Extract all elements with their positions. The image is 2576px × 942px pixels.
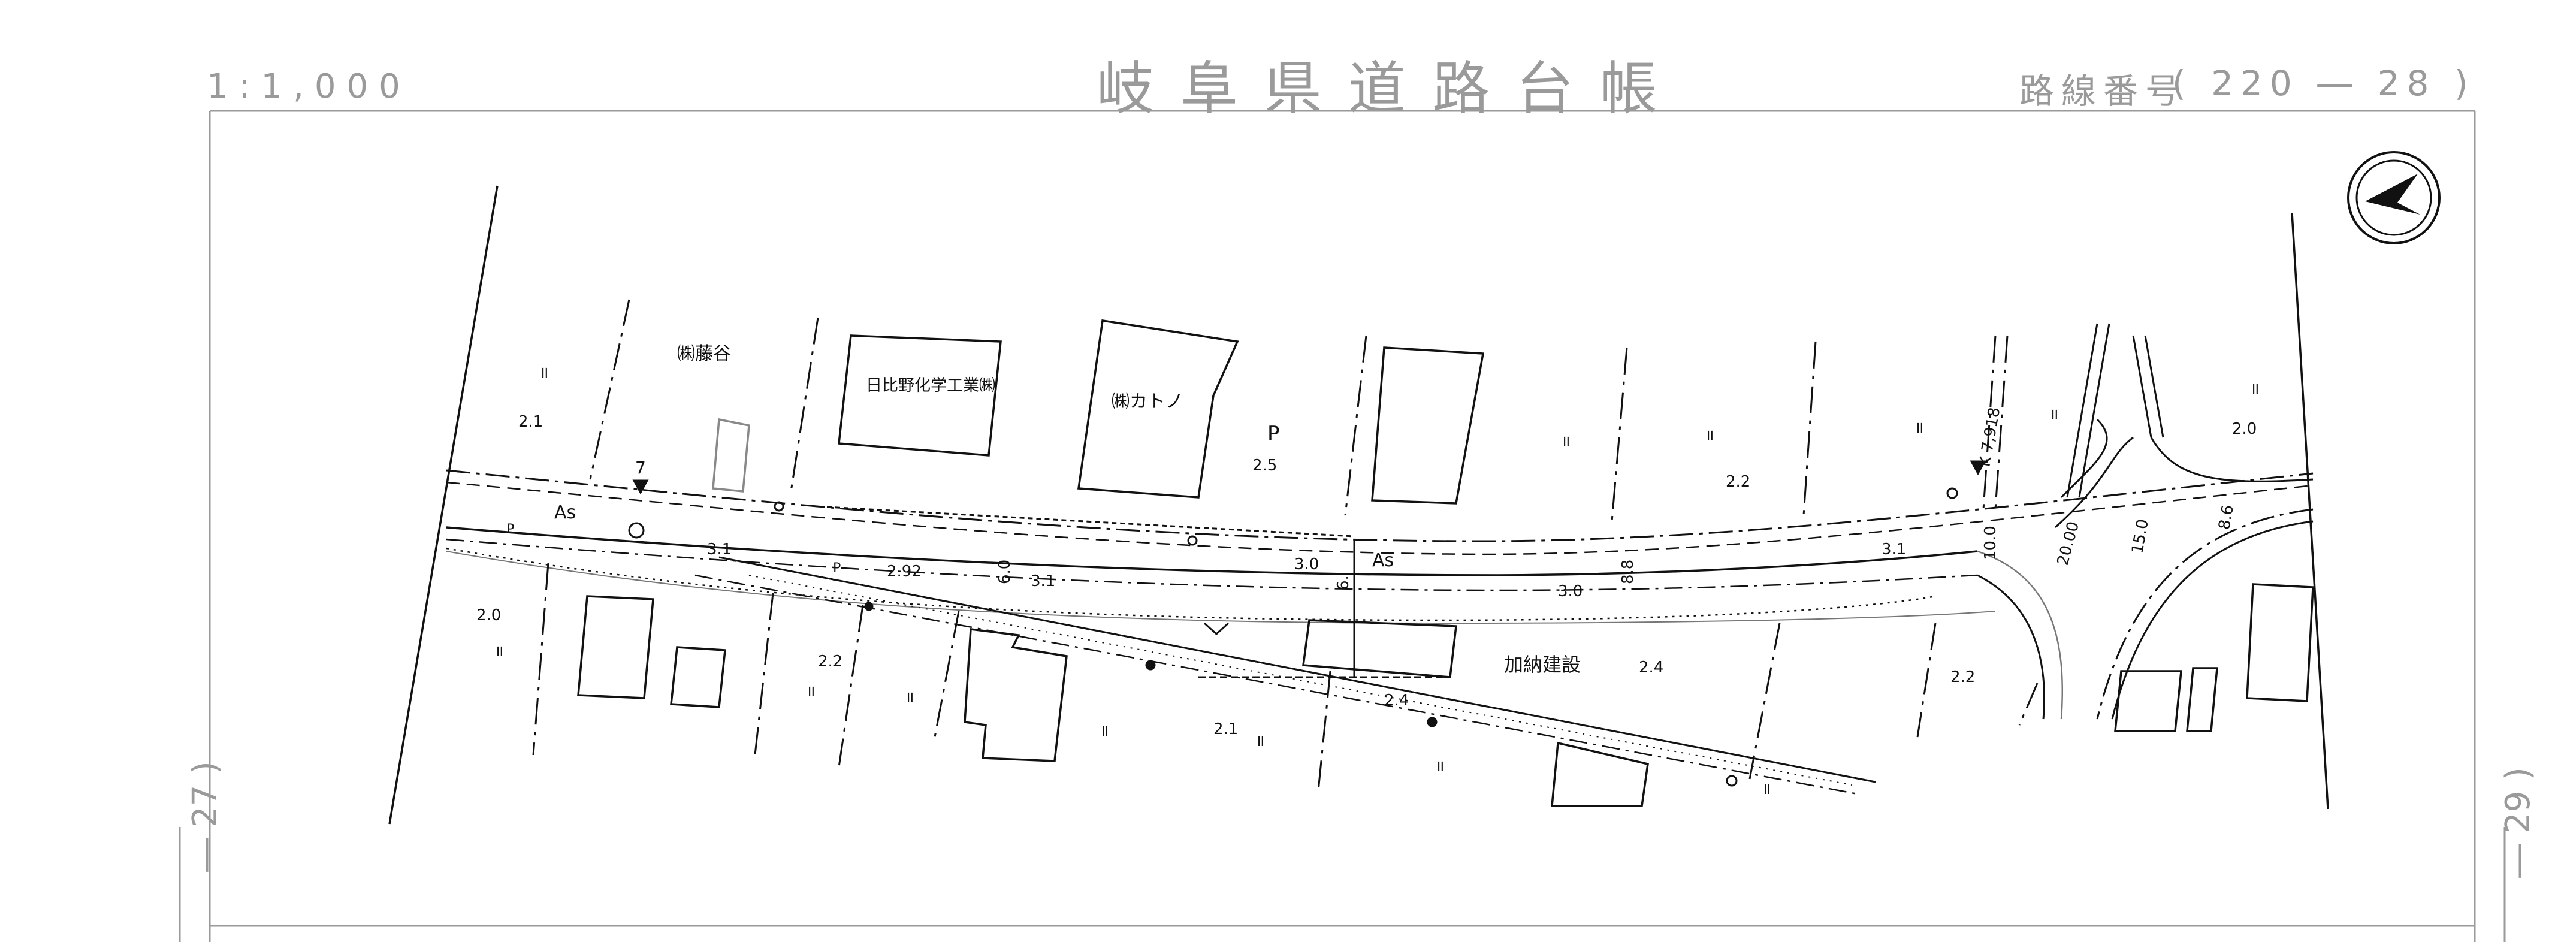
field-symbol: ॥ bbox=[2049, 406, 2059, 424]
label-hibino: 日比野化学工業㈱ bbox=[866, 376, 995, 395]
road-width: 15.0 bbox=[2128, 518, 2152, 555]
intersection bbox=[2055, 323, 2314, 720]
label-marker-7: 7 bbox=[635, 458, 646, 478]
elevation: 2.2 bbox=[1726, 473, 1750, 491]
field-symbol: ॥ bbox=[806, 683, 816, 701]
elevation: 2.4 bbox=[1384, 692, 1409, 709]
field-symbol: ॥ bbox=[1762, 780, 1771, 798]
sheet-frame bbox=[179, 110, 2506, 942]
route-number: ( 220 ― 28 ) bbox=[2172, 63, 2475, 104]
field-symbol: ॥ bbox=[1255, 732, 1265, 750]
buildings bbox=[577, 319, 2314, 807]
label-fujiya: ㈱藤谷 bbox=[677, 343, 731, 364]
main-road bbox=[446, 469, 2314, 720]
label-p-sidewalk: P bbox=[833, 561, 841, 576]
field-symbol: ॥ bbox=[1914, 419, 1924, 437]
field-symbol: ॥ bbox=[1561, 433, 1571, 451]
elevation: 3.0 bbox=[1558, 582, 1583, 600]
map-symbols bbox=[628, 460, 1986, 787]
parcel-boundaries bbox=[532, 299, 2039, 792]
elevation: 3.1 bbox=[1882, 541, 1906, 558]
elevation: 2.0 bbox=[2232, 420, 2257, 438]
label-katono: ㈱カトノ bbox=[1112, 391, 1183, 412]
field-symbol: ॥ bbox=[2250, 380, 2260, 398]
north-arrow-icon bbox=[2347, 151, 2441, 244]
field-symbol: ॥ bbox=[905, 689, 914, 707]
elevation: 2.2 bbox=[818, 653, 842, 671]
label-as-left: As bbox=[554, 502, 576, 523]
elevation: 3.1 bbox=[707, 541, 732, 558]
field-symbol: ॥ bbox=[494, 642, 504, 660]
field-symbol: ॥ bbox=[539, 364, 549, 382]
label-p-left: P bbox=[506, 522, 514, 537]
elevation: 2.92 bbox=[887, 563, 922, 581]
road-width: 6.0 bbox=[996, 560, 1014, 584]
elevation: 3.1 bbox=[1031, 572, 1055, 590]
road-width: 20.00 bbox=[2054, 520, 2083, 567]
label-kano: 加納建設 bbox=[1504, 653, 1581, 676]
field-symbol: ॥ bbox=[1705, 427, 1714, 445]
elevation: 2.5 bbox=[1252, 457, 1277, 475]
elevation: 3.0 bbox=[1294, 555, 1319, 573]
label-as-center: As bbox=[1372, 550, 1394, 571]
route-number-label: 路線番号 bbox=[2019, 71, 2188, 111]
road-width: 6. bbox=[1334, 575, 1352, 590]
elevation: 2.1 bbox=[518, 413, 543, 431]
elevation: 2.0 bbox=[476, 606, 501, 624]
road-width: 10.0 bbox=[1982, 526, 2000, 560]
elevation: 2.4 bbox=[1639, 659, 1663, 677]
map-scale: 1:1,000 bbox=[207, 67, 411, 106]
road-width: 8.6 bbox=[2215, 503, 2237, 531]
field-symbol: ॥ bbox=[1100, 722, 1109, 740]
side-road bbox=[694, 556, 1876, 795]
elevation: 2.2 bbox=[1950, 668, 1975, 686]
road-width: 8.8 bbox=[1619, 560, 1637, 584]
field-symbol: ॥ bbox=[1435, 757, 1445, 775]
fence-lines bbox=[826, 506, 1450, 678]
elevation: 2.1 bbox=[1213, 720, 1238, 738]
label-parking: P bbox=[1267, 422, 1280, 446]
survey-boundaries bbox=[388, 185, 2329, 825]
